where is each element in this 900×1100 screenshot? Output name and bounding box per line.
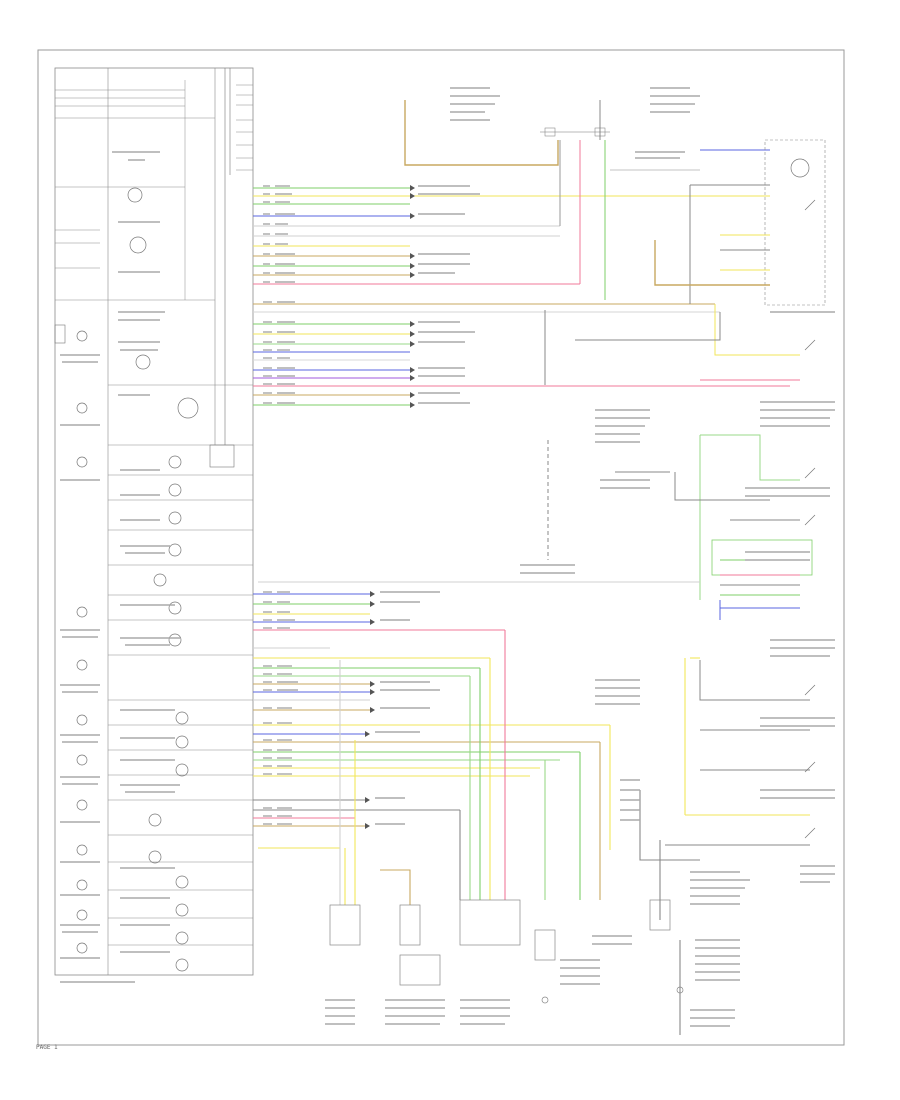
indicator-lamp-icon xyxy=(168,543,182,557)
switch-icon xyxy=(804,467,816,479)
lower-wire-group xyxy=(253,593,610,849)
indicator-lamp-icon xyxy=(153,573,167,587)
gauge-icon xyxy=(790,158,810,178)
instrument-cluster xyxy=(54,67,254,976)
gauge-icon xyxy=(129,236,147,254)
indicator-lamp-icon xyxy=(175,735,189,749)
indicator-lamp-icon xyxy=(76,909,88,921)
upper-wire-group xyxy=(253,187,790,406)
switch-icon xyxy=(804,339,816,351)
gauge-icon xyxy=(177,397,199,419)
gauge-icon xyxy=(127,187,143,203)
indicator-lamp-icon xyxy=(76,456,88,468)
bottom-components xyxy=(329,899,684,1004)
indicator-lamp-icon xyxy=(168,601,182,615)
upper-wire-arrows xyxy=(410,185,415,408)
indicator-lamp-icon xyxy=(76,659,88,671)
indicator-lamp-icon xyxy=(76,844,88,856)
wire-label-marks xyxy=(263,185,480,825)
switch-icon xyxy=(804,827,816,839)
gauge-icon xyxy=(135,354,151,370)
outer-frame xyxy=(37,49,845,1046)
center-vertical-runs xyxy=(258,310,700,583)
indicator-lamp-icon xyxy=(76,402,88,414)
right-components xyxy=(575,139,826,846)
indicator-lamp-icon xyxy=(175,903,189,917)
lower-vertical-drops xyxy=(339,630,700,1035)
indicator-lamp-icon xyxy=(148,850,162,864)
indicator-lamp-icon xyxy=(168,511,182,525)
indicator-lamp-icon xyxy=(175,875,189,889)
indicator-lamp-icon xyxy=(76,879,88,891)
indicator-lamp-icon xyxy=(76,606,88,618)
indicator-lamp-icon xyxy=(168,633,182,647)
indicator-lamp-icon xyxy=(175,958,189,972)
indicator-lamp-icon xyxy=(76,714,88,726)
switch-icon xyxy=(804,199,816,211)
indicator-lamp-icon xyxy=(175,711,189,725)
figure-id: PAGE 1 xyxy=(36,1044,58,1051)
ground-icon xyxy=(676,986,684,994)
lower-wire-arrows xyxy=(365,591,375,829)
top-fuse-section xyxy=(404,100,700,300)
connector-icon xyxy=(54,324,66,344)
indicator-lamp-icon xyxy=(168,455,182,469)
indicator-lamp-icon xyxy=(76,330,88,342)
indicator-lamp-icon xyxy=(168,483,182,497)
indicator-lamp-icon xyxy=(148,813,162,827)
switch-icon xyxy=(804,761,816,773)
indicator-lamp-icon xyxy=(175,931,189,945)
ground-icon xyxy=(541,996,549,1004)
indicator-lamp-icon xyxy=(76,942,88,954)
indicator-lamp-icon xyxy=(76,754,88,766)
indicator-lamp-icon xyxy=(76,799,88,811)
indicator-lamp-icon xyxy=(175,763,189,777)
component-label-marks xyxy=(60,87,835,1027)
switch-icon xyxy=(804,514,816,526)
switch-icon xyxy=(804,684,816,696)
